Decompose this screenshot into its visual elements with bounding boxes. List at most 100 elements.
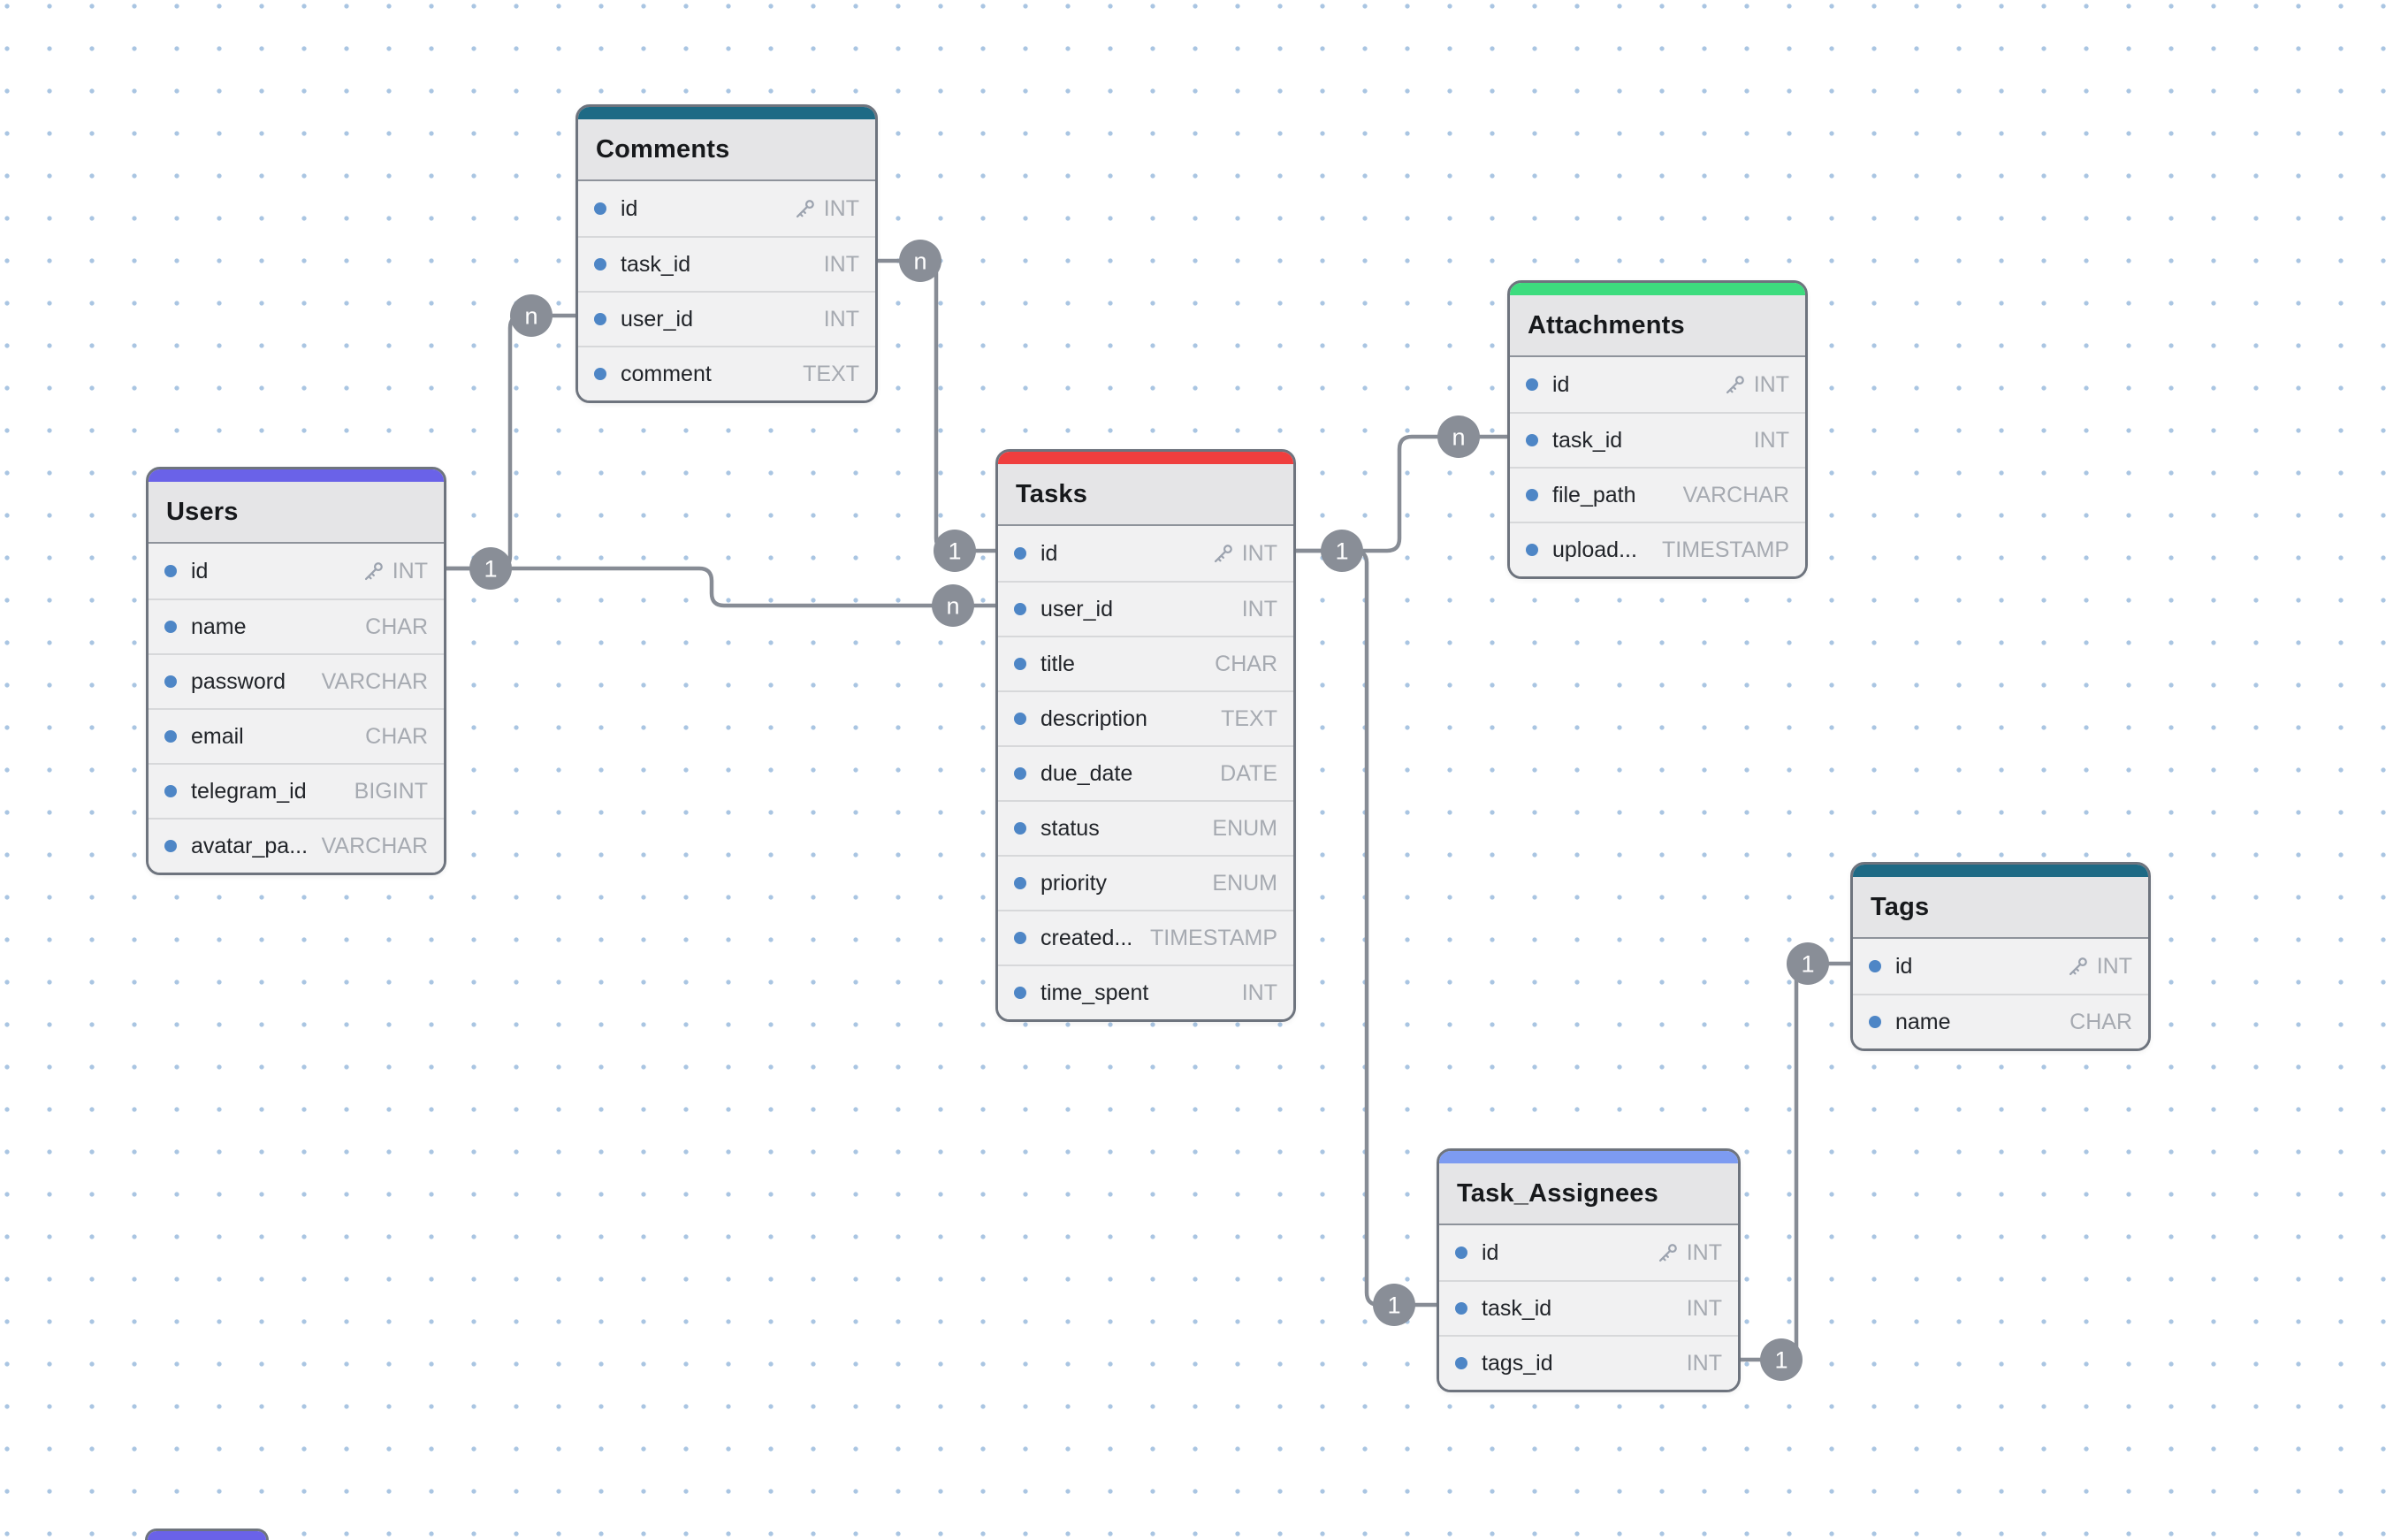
- field-name: tags_id: [1482, 1350, 1553, 1376]
- table-field-row[interactable]: time_spent INT: [998, 964, 1293, 1019]
- table-field-row[interactable]: name CHAR: [1853, 994, 2148, 1048]
- field-type: CHAR: [1215, 651, 1277, 676]
- table-field-row[interactable]: id INT: [1439, 1225, 1738, 1280]
- field-name: id: [1482, 1239, 1499, 1265]
- table-field-row[interactable]: task_id INT: [1439, 1280, 1738, 1335]
- table-field-row[interactable]: created...TIMESTAMP: [998, 910, 1293, 964]
- field-name: name: [1895, 1009, 1951, 1034]
- relationship-edge[interactable]: [878, 258, 995, 553]
- field-dot-icon: [1526, 544, 1538, 556]
- field-name: id: [1895, 953, 1913, 979]
- field-name: telegram_id: [191, 778, 307, 804]
- field-dot-icon: [1869, 1016, 1881, 1028]
- field-type: INT: [823, 306, 859, 332]
- relationship-edge[interactable]: [446, 566, 995, 608]
- field-dot-icon: [1455, 1246, 1467, 1259]
- field-type: INT: [1241, 540, 1277, 566]
- field-type: INT: [1753, 427, 1789, 453]
- field-dot-icon: [1014, 547, 1026, 560]
- field-type: INT: [1753, 371, 1789, 397]
- field-type: TEXT: [1221, 705, 1277, 731]
- field-name: name: [191, 614, 247, 639]
- relationship-edge[interactable]: [1296, 434, 1507, 553]
- table-field-row[interactable]: title CHAR: [998, 636, 1293, 690]
- field-type: CHAR: [365, 614, 428, 639]
- field-dot-icon: [1455, 1302, 1467, 1315]
- field-name: time_spent: [1040, 980, 1149, 1005]
- partial-table-header[interactable]: [145, 1529, 269, 1540]
- field-type: VARCHAR: [321, 668, 428, 694]
- table-title: Tags: [1853, 877, 2148, 939]
- field-name: created...: [1040, 925, 1133, 950]
- field-type: DATE: [1220, 760, 1277, 786]
- primary-key-icon: [2069, 957, 2087, 975]
- field-name: file_path: [1552, 482, 1636, 507]
- field-name: avatar_pa...: [191, 833, 309, 858]
- field-name: description: [1040, 705, 1147, 731]
- field-name: title: [1040, 651, 1075, 676]
- field-dot-icon: [1455, 1357, 1467, 1369]
- table-field-row[interactable]: upload... TIMESTAMP: [1510, 522, 1805, 576]
- table-field-row[interactable]: avatar_pa... VARCHAR: [149, 818, 444, 873]
- field-type: CHAR: [365, 723, 428, 749]
- field-dot-icon: [594, 258, 606, 271]
- primary-key-icon: [1214, 544, 1232, 562]
- field-dot-icon: [164, 675, 177, 688]
- field-name: id: [1040, 540, 1058, 566]
- field-name: id: [621, 195, 638, 221]
- primary-key-icon: [364, 561, 383, 580]
- field-type: INT: [1686, 1239, 1722, 1265]
- field-type: INT: [823, 195, 859, 221]
- field-name: priority: [1040, 870, 1108, 896]
- table-title: Users: [149, 482, 444, 544]
- table-title: Tasks: [998, 464, 1293, 526]
- relationship-edge[interactable]: [1296, 548, 1437, 1307]
- table-accent-bar: [148, 1531, 266, 1540]
- field-name: status: [1040, 815, 1100, 841]
- table-field-row[interactable]: priority ENUM: [998, 855, 1293, 910]
- table-field-row[interactable]: description TEXT: [998, 690, 1293, 745]
- field-type: TIMESTAMP: [1662, 537, 1789, 562]
- field-name: task_id: [1482, 1295, 1552, 1321]
- relationship-edge[interactable]: [1741, 961, 1850, 1362]
- table-field-row[interactable]: id INT: [578, 181, 875, 236]
- field-type: INT: [1241, 980, 1277, 1005]
- field-type: INT: [1686, 1295, 1722, 1321]
- field-name: upload...: [1552, 537, 1637, 562]
- field-type: VARCHAR: [321, 833, 428, 858]
- field-dot-icon: [1014, 603, 1026, 615]
- relationship-edge[interactable]: [446, 313, 575, 571]
- table-accent-bar: [149, 469, 444, 482]
- table-field-row[interactable]: status ENUM: [998, 800, 1293, 855]
- field-name: password: [191, 668, 286, 694]
- field-dot-icon: [1014, 987, 1026, 999]
- field-type: CHAR: [2069, 1009, 2132, 1034]
- table-field-row[interactable]: name CHAR: [149, 598, 444, 653]
- field-type: ENUM: [1212, 815, 1277, 841]
- table-field-row[interactable]: due_date DATE: [998, 745, 1293, 800]
- table-field-row[interactable]: id INT: [998, 526, 1293, 581]
- field-dot-icon: [1014, 822, 1026, 835]
- field-name: due_date: [1040, 760, 1133, 786]
- table-field-row[interactable]: password VARCHAR: [149, 653, 444, 708]
- field-type: ENUM: [1212, 870, 1277, 896]
